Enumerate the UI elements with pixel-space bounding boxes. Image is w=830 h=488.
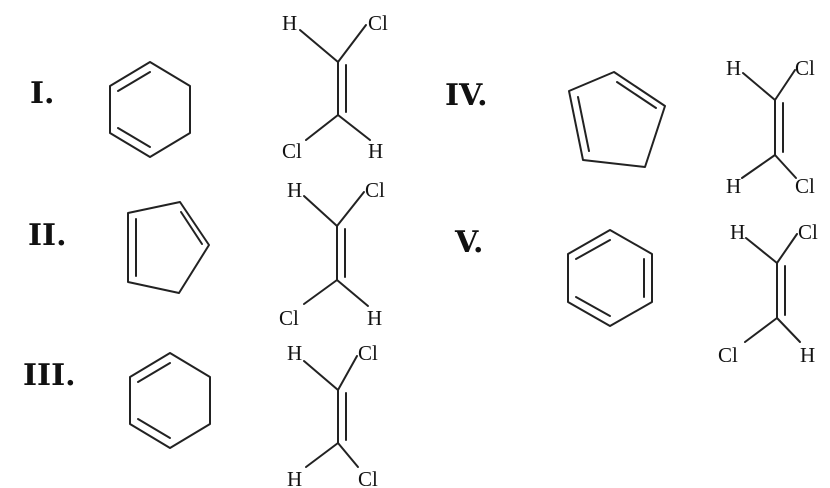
option-3-cyclohexadiene — [129, 352, 211, 449]
option-1-atom-top-right: Cl — [368, 11, 388, 35]
option-2-dichloroethene: H Cl Cl H — [279, 178, 385, 330]
option-2-cyclopentadiene — [127, 201, 210, 294]
option-3-bond-top-left — [303, 360, 339, 391]
option-5: V. H Cl Cl H — [454, 220, 818, 367]
option-4-double-bond-2 — [616, 81, 657, 109]
option-1-cyclohexadiene — [109, 61, 191, 158]
option-3-ring-outline — [129, 352, 211, 449]
option-1-bond-top-right — [337, 24, 367, 63]
option-5-double-bond-3 — [575, 296, 611, 317]
option-2-atom-bottom-right: H — [367, 306, 382, 330]
option-2-atom-top-left: H — [287, 178, 302, 202]
option-4-double-bond-1 — [577, 96, 590, 152]
option-3-atom-top-left: H — [287, 341, 302, 365]
option-5-benzene — [567, 229, 653, 327]
option-3-double-bond-1 — [137, 362, 171, 383]
option-5-bond-bottom-right — [776, 317, 801, 343]
option-2-double-bond-2 — [180, 211, 203, 245]
option-1-atom-bottom-right: H — [368, 139, 383, 163]
option-3-dichloroethene: H Cl H Cl — [287, 341, 378, 488]
option-4-atom-bottom-left: H — [726, 174, 741, 198]
option-2-label: II. — [28, 218, 67, 253]
option-5-bond-top-right — [776, 233, 798, 264]
option-4-label: IV. — [445, 78, 488, 113]
option-1-bond-top-left — [299, 29, 339, 63]
option-2-atom-top-right: Cl — [365, 178, 385, 202]
option-4-dichloroethene: H Cl H Cl — [726, 56, 815, 198]
option-1: I. H Cl Cl H — [30, 11, 388, 163]
option-2-bond-bottom-left — [303, 279, 338, 305]
option-3-atom-bottom-right: Cl — [358, 467, 378, 488]
option-4: IV. H Cl H Cl — [445, 56, 815, 198]
option-5-bond-top-left — [745, 237, 778, 264]
option-4-atom-top-left: H — [726, 56, 741, 80]
option-5-dichloroethene: H Cl Cl H — [718, 220, 818, 367]
option-1-ring-outline — [109, 61, 191, 158]
option-3-double-bond-2 — [137, 418, 171, 439]
option-2-bond-top-left — [303, 195, 338, 227]
option-3: III. H Cl H Cl — [23, 341, 378, 488]
option-2-atom-bottom-left: Cl — [279, 306, 299, 330]
option-4-cyclopentadiene — [568, 71, 666, 168]
option-3-bond-bottom-left — [305, 442, 339, 468]
option-5-atom-top-right: Cl — [798, 220, 818, 244]
option-1-dichloroethene: H Cl Cl H — [282, 11, 388, 163]
option-4-bond-bottom-right — [774, 154, 797, 179]
option-3-bond-bottom-right — [337, 442, 359, 468]
option-4-atom-bottom-right: Cl — [795, 174, 815, 198]
option-1-label: I. — [30, 76, 54, 111]
option-5-ring-outline — [567, 229, 653, 327]
option-5-atom-bottom-left: Cl — [718, 343, 738, 367]
option-3-atom-bottom-left: H — [287, 467, 302, 488]
option-4-bond-top-left — [742, 72, 776, 101]
option-1-double-bond-1 — [117, 71, 151, 92]
option-4-ring-outline — [568, 71, 666, 168]
option-5-bond-bottom-left — [744, 317, 778, 343]
option-5-label: V. — [454, 225, 483, 260]
option-4-bond-top-right — [774, 69, 796, 101]
option-2: II. H Cl Cl H — [28, 178, 385, 330]
option-1-atom-bottom-left: Cl — [282, 139, 302, 163]
option-1-atom-top-left: H — [282, 11, 297, 35]
option-3-label: III. — [23, 358, 76, 393]
option-1-bond-bottom-right — [337, 114, 371, 141]
option-5-double-bond-1 — [575, 239, 611, 260]
option-3-bond-top-right — [337, 355, 358, 391]
option-1-bond-bottom-left — [305, 114, 339, 141]
option-2-ring-outline — [127, 201, 210, 294]
option-2-bond-top-right — [336, 191, 365, 227]
option-2-bond-bottom-right — [336, 279, 369, 307]
option-5-atom-bottom-right: H — [800, 343, 815, 367]
option-4-atom-top-right: Cl — [795, 56, 815, 80]
option-1-double-bond-2 — [117, 127, 151, 148]
option-4-bond-bottom-left — [741, 154, 776, 179]
option-5-atom-top-left: H — [730, 220, 745, 244]
option-3-atom-top-right: Cl — [358, 341, 378, 365]
